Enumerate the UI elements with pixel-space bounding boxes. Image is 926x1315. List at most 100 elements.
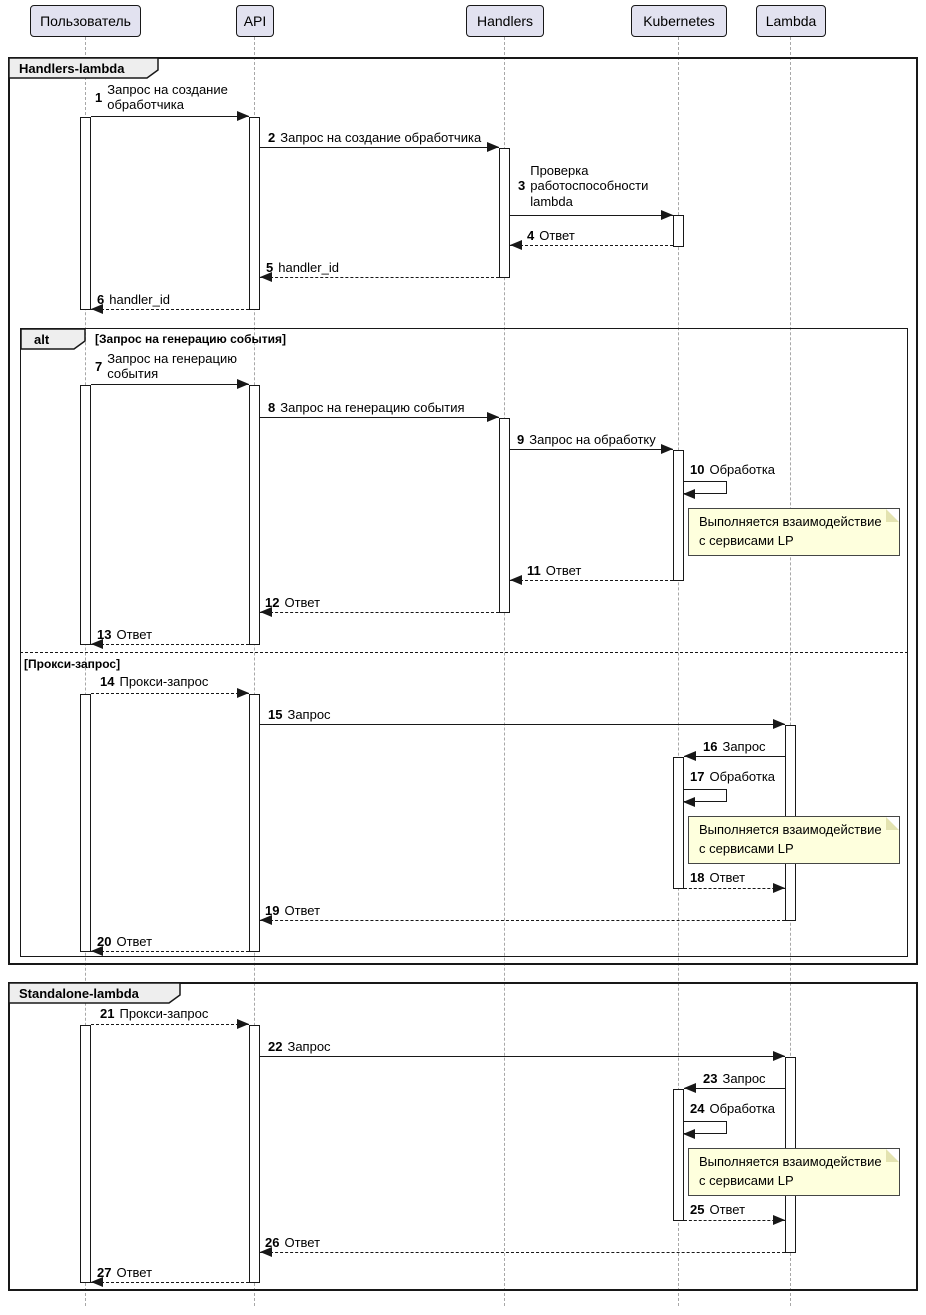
msg-9-arrow xyxy=(510,444,673,454)
msg-9-label: 9 Запрос на обработку xyxy=(517,432,656,447)
msg-19-label: 19 Ответ xyxy=(265,903,320,918)
activation-user-1 xyxy=(80,117,91,310)
msg-text: Ответ xyxy=(709,870,746,885)
msg-21-arrow xyxy=(91,1019,249,1029)
alt-divider xyxy=(20,652,908,653)
participant-handlers-label: Handlers xyxy=(476,13,534,29)
msg-text: handler_id xyxy=(278,260,339,275)
msg-num: 19 xyxy=(265,903,280,918)
msg-text: Ответ xyxy=(116,627,153,642)
note-line2: с сервисами LP xyxy=(699,1172,794,1188)
alt-frame xyxy=(20,328,908,957)
activation-kubernetes-2 xyxy=(673,450,684,581)
msg-8-label: 8 Запрос на генерацию события xyxy=(268,400,465,415)
participant-lambda-label: Lambda xyxy=(765,13,817,29)
msg-text: handler_id xyxy=(109,292,170,307)
participant-api-label: API xyxy=(243,13,267,29)
msg-6-arrow xyxy=(91,304,249,314)
participant-api: API xyxy=(236,5,274,37)
msg-num: 16 xyxy=(703,739,718,754)
msg-3-arrow xyxy=(510,210,673,220)
msg-18-label: 18 Ответ xyxy=(690,870,745,885)
activation-api-3 xyxy=(249,694,260,952)
msg-22-arrow xyxy=(260,1051,785,1061)
participant-user: Пользователь xyxy=(30,5,141,37)
msg-num: 6 xyxy=(97,292,105,307)
msg-text: Запрос на создание обработчика xyxy=(107,82,228,113)
msg-num: 9 xyxy=(517,432,525,447)
note-lp-interaction-2: Выполняется взаимодействие с сервисами L… xyxy=(688,816,900,864)
frame-standalone-lambda-header xyxy=(9,983,181,1004)
note-line2: с сервисами LP xyxy=(699,840,794,856)
msg-6-label: 6 handler_id xyxy=(97,292,170,307)
frame-handlers-lambda-header xyxy=(9,58,159,79)
msg-text: Запрос на обработку xyxy=(529,432,656,447)
note-line2: с сервисами LP xyxy=(699,532,794,548)
msg-text: Ответ xyxy=(284,595,321,610)
msg-26-arrow xyxy=(260,1247,785,1257)
msg-num: 18 xyxy=(690,870,705,885)
msg-num: 26 xyxy=(265,1235,280,1250)
alt-guard-proxy-request: [Прокси-запрос] xyxy=(24,657,121,671)
msg-text: Запрос xyxy=(287,1039,331,1054)
msg-text: Ответ xyxy=(545,563,582,578)
msg-23-arrow xyxy=(684,1083,785,1093)
activation-kubernetes-1 xyxy=(673,215,684,247)
participant-kubernetes: Kubernetes xyxy=(631,5,727,37)
msg-num: 23 xyxy=(703,1071,718,1086)
activation-api-1 xyxy=(249,117,260,310)
msg-num: 22 xyxy=(268,1039,283,1054)
note-lp-interaction-1: Выполняется взаимодействие с сервисами L… xyxy=(688,508,900,556)
lifeline-user xyxy=(85,37,86,1306)
frame-standalone-lambda xyxy=(8,982,918,1291)
msg-text: Запрос на генерацию события xyxy=(280,400,465,415)
activation-kubernetes-4 xyxy=(673,1089,684,1221)
msg-27-arrow xyxy=(91,1277,249,1287)
msg-16-arrow xyxy=(684,751,785,761)
msg-text: Ответ xyxy=(539,228,575,243)
note-line1: Выполняется взаимодействие xyxy=(699,514,882,529)
msg-25-arrow xyxy=(684,1215,785,1225)
msg-num: 24 xyxy=(690,1101,705,1116)
msg-2-arrow xyxy=(260,142,499,152)
msg-text: Запрос на генерацию события xyxy=(107,351,237,382)
msg-11-arrow xyxy=(510,575,673,585)
msg-4-arrow xyxy=(510,240,673,250)
activation-user-4 xyxy=(80,1025,91,1283)
msg-num: 27 xyxy=(97,1265,112,1280)
lifeline-handlers xyxy=(504,37,505,1306)
alt-frame-title: alt xyxy=(34,332,50,347)
msg-text: Ответ xyxy=(284,1235,321,1250)
activation-user-3 xyxy=(80,694,91,952)
lifeline-kubernetes xyxy=(678,37,679,1306)
msg-num: 8 xyxy=(268,400,276,415)
msg-8-arrow xyxy=(260,412,499,422)
msg-text: Обработка xyxy=(709,462,776,477)
msg-num: 15 xyxy=(268,707,283,722)
msg-1-arrow xyxy=(91,111,249,121)
msg-num: 20 xyxy=(97,934,112,949)
lifeline-lambda xyxy=(790,37,791,1306)
msg-12-arrow xyxy=(260,607,499,617)
participant-lambda: Lambda xyxy=(756,5,826,37)
msg-num: 5 xyxy=(266,260,274,275)
msg-text: Запрос на создание обработчика xyxy=(280,130,482,145)
msg-text: Ответ xyxy=(284,903,321,918)
participant-kubernetes-label: Kubernetes xyxy=(643,13,715,29)
note-line1: Выполняется взаимодействие xyxy=(699,1154,882,1169)
msg-15-arrow xyxy=(260,719,785,729)
note-line1: Выполняется взаимодействие xyxy=(699,822,882,837)
